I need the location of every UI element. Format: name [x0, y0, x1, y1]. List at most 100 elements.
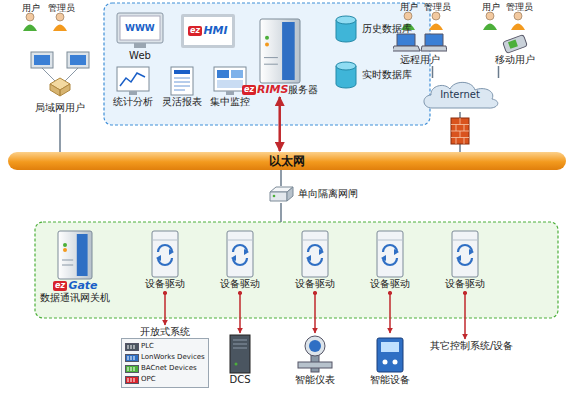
role-label: 用户 — [22, 3, 40, 14]
node-icon — [334, 60, 358, 90]
node-icon — [296, 334, 334, 374]
node-text: 集中监控 — [210, 96, 250, 108]
node-text: PLC — [141, 342, 154, 351]
node-text: OPC — [141, 375, 156, 384]
device-driver: 设备驱动 — [370, 230, 410, 290]
gateway-link — [280, 203, 282, 222]
node-text: Web — [129, 50, 151, 62]
device-driver: 设备驱动 — [295, 230, 335, 290]
open-system-panel: 开放式系统 PLC LonWorks DevicesBACnet DevicesOP… — [121, 326, 209, 388]
node-text: 智能仪表 — [295, 374, 335, 386]
node-icon — [334, 14, 358, 44]
lan-users: 局域网用户 — [25, 46, 95, 114]
network-link — [280, 170, 282, 186]
server-group-frame — [104, 3, 430, 125]
node-text: 远程用户 — [400, 54, 440, 66]
data-arrow — [278, 97, 281, 151]
role-label: 管理员 — [424, 2, 451, 13]
node-text: Internet — [440, 89, 480, 101]
statistics-icon: 统计分析 — [113, 66, 153, 108]
network-link — [432, 66, 434, 78]
node-icon — [448, 230, 482, 278]
node-text: LonWorks Devices — [141, 353, 205, 362]
smart-meter: 智能仪表 — [295, 334, 335, 386]
person-icon — [511, 12, 525, 30]
node-icon — [375, 334, 405, 374]
node-text: RIMS — [257, 84, 288, 96]
data-arrow — [464, 293, 466, 339]
person-icon — [53, 13, 67, 31]
network-link — [498, 66, 500, 78]
data-arrow — [389, 293, 391, 333]
ethernet-band: 以太网 — [8, 152, 566, 170]
node-text: DCS — [229, 374, 250, 386]
node-text: 设备驱动 — [370, 278, 410, 290]
node-text: 单向隔离网闸 — [298, 188, 358, 200]
node-text: 设备驱动 — [295, 278, 335, 290]
node-text: 设备驱动 — [145, 278, 185, 290]
report-icon: 灵活报表 — [162, 66, 202, 108]
node-text: 数据通讯网关机 — [40, 292, 110, 304]
device-symbol — [125, 365, 139, 373]
node-text: HMI — [203, 25, 227, 37]
internet-cloud: Internet — [418, 78, 502, 112]
ezgate-gateway: Gate数据通讯网关机 — [40, 230, 110, 304]
equipment-panel: PLC LonWorks DevicesBACnet DevicesOPC — [121, 338, 209, 388]
device-driver: 设备驱动 — [445, 230, 485, 290]
logo-mark: ez — [242, 85, 256, 95]
screen-text: WWW — [125, 23, 155, 34]
node-icon — [116, 66, 150, 96]
node-text: 以太网 — [269, 155, 305, 167]
data-arrow — [164, 293, 166, 325]
node-icon — [298, 230, 332, 278]
isolation-gateway: 单向隔离网闸 — [268, 186, 358, 202]
node-icon — [229, 334, 251, 374]
device-symbol — [125, 354, 139, 362]
dcs-cabinet: DCS — [229, 334, 251, 386]
node-icon — [500, 32, 530, 54]
node-icon — [223, 230, 257, 278]
node-icon — [393, 32, 447, 54]
person-icon — [429, 12, 443, 30]
role-label: 管理员 — [48, 3, 75, 14]
remote-users: 远程用户 — [393, 32, 447, 66]
person-icon — [23, 13, 37, 31]
node-icon — [57, 230, 93, 280]
role-label: 管理员 — [506, 2, 533, 13]
node-icon — [148, 230, 182, 278]
node-text: 实时数据库 — [362, 69, 412, 81]
device-driver: 设备驱动 — [145, 230, 185, 290]
device-symbol — [125, 376, 139, 384]
network-link — [59, 114, 61, 152]
logo-mark: ez — [188, 26, 202, 36]
logo-mark: ez — [53, 281, 67, 291]
node-text: 移动用户 — [495, 54, 535, 66]
other-systems: 其它控制系统/设备 — [430, 340, 513, 352]
node-icon — [259, 18, 301, 84]
web-icon: Web — [116, 12, 164, 62]
device-driver: 设备驱动 — [220, 230, 260, 290]
node-text: 服务器 — [288, 84, 318, 96]
driver-group-frame — [35, 222, 558, 318]
node-text: Gate — [68, 280, 97, 292]
node-icon — [268, 186, 294, 202]
node-text: 统计分析 — [113, 96, 153, 108]
node-icon — [25, 46, 95, 102]
role-label: 用户 — [482, 2, 500, 13]
data-arrow — [314, 293, 316, 333]
mobile-users: 移动用户 — [495, 32, 535, 66]
node-text: 局域网用户 — [35, 102, 85, 114]
firewall — [451, 118, 469, 144]
node-text: 开放式系统 — [140, 326, 190, 338]
node-text: 设备驱动 — [445, 278, 485, 290]
node-text: 设备驱动 — [220, 278, 260, 290]
node-text: 灵活报表 — [162, 96, 202, 108]
role-label: 用户 — [400, 2, 418, 13]
node-text: 智能设备 — [370, 374, 410, 386]
node-icon — [373, 230, 407, 278]
data-arrow — [239, 293, 241, 333]
node-text: BACnet Devices — [141, 364, 197, 373]
node-text: 其它控制系统/设备 — [430, 340, 513, 352]
node-text: 历史数据库 — [362, 23, 412, 35]
node-icon — [167, 66, 197, 96]
